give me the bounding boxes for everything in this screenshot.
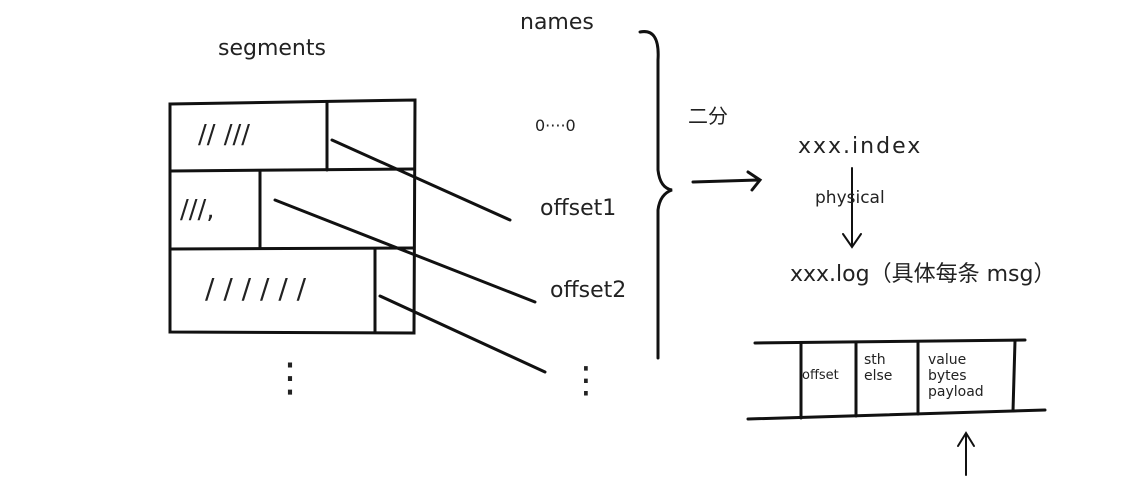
name-item: offset1 <box>540 196 617 221</box>
segment-strokes: / / / / / / <box>205 272 307 305</box>
names-more: ⋮ <box>568 360 604 401</box>
right-arrow <box>691 170 763 192</box>
log-file-label: xxx.log（具体每条 msg） <box>790 262 1056 287</box>
name-item: 0····0 <box>535 116 576 135</box>
segments-more: ⋮ <box>270 355 310 401</box>
pointer-lines <box>273 138 547 374</box>
physical-label: physical <box>815 188 885 208</box>
physical-arrow <box>842 167 862 249</box>
message-cell-payload: value bytes payload <box>928 352 984 400</box>
binary-search-label: 二分 <box>688 104 728 128</box>
message-cell-other: sth else <box>864 352 893 384</box>
up-arrow <box>957 431 975 476</box>
segments-label: segments <box>218 36 326 61</box>
segment-strokes: // /// <box>198 120 251 150</box>
names-label: names <box>520 10 594 35</box>
name-item: offset2 <box>550 278 627 303</box>
names-brace <box>638 30 673 360</box>
message-cell-offset: offset <box>802 368 839 383</box>
message-table <box>746 338 1047 421</box>
segment-strokes: ///, <box>180 195 215 225</box>
index-file-label: xxx.index <box>798 134 923 159</box>
segments-table <box>168 98 417 335</box>
